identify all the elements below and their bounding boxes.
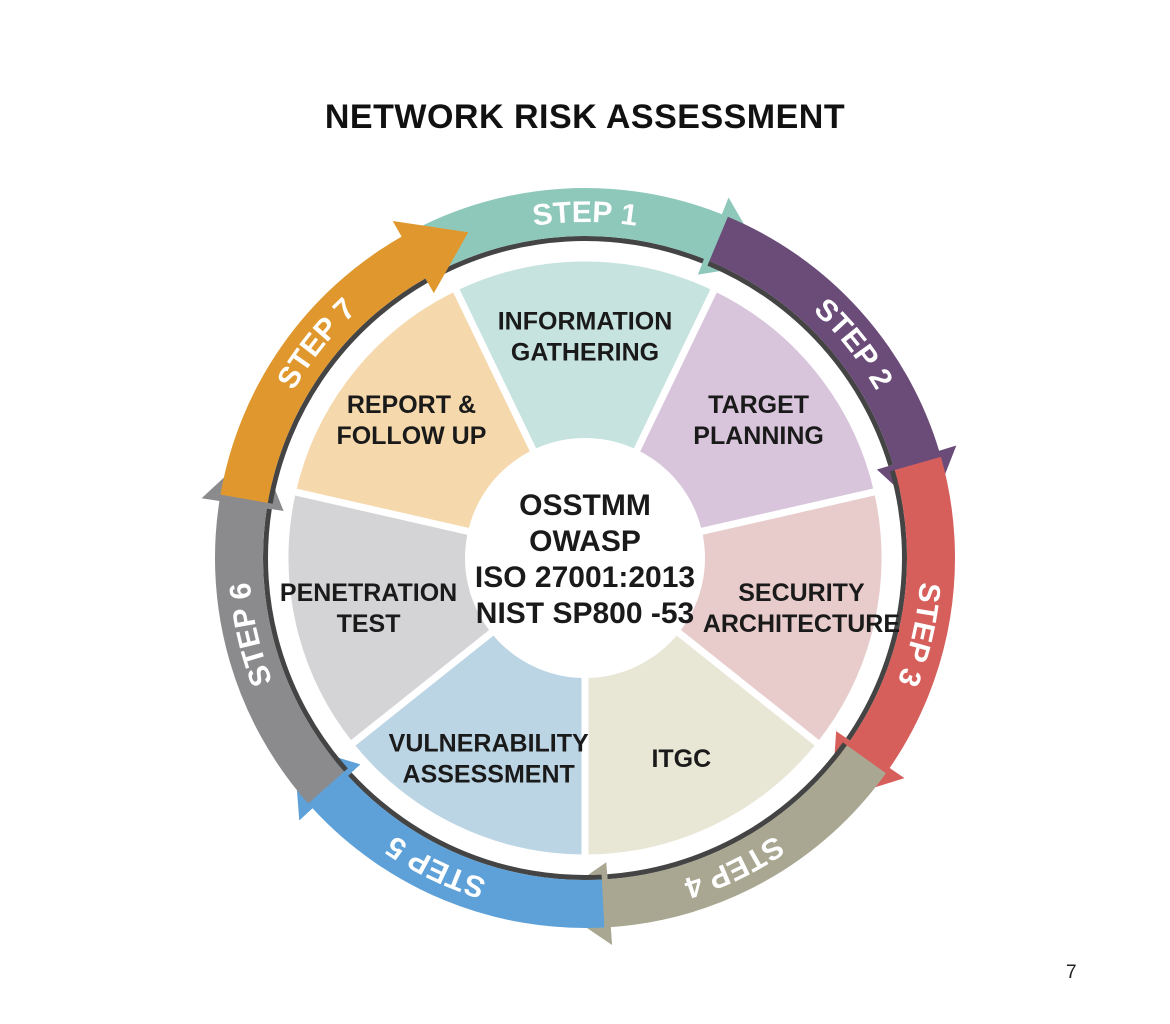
- step-label: STEP 1: [531, 196, 640, 233]
- segment-label: GATHERING: [511, 339, 659, 367]
- page-title: NETWORK RISK ASSESSMENT: [324, 98, 846, 136]
- arrow-shape: [201, 446, 345, 804]
- segment-label: ASSESSMENT: [403, 761, 575, 789]
- arrow-shape: [709, 216, 957, 517]
- arrow-shadow: [347, 772, 602, 880]
- segment-label: REPORT &: [347, 391, 476, 419]
- page-number: 7: [1066, 962, 1077, 983]
- center-standard-label: OSSTMM: [519, 489, 651, 522]
- segment-label: FOLLOW UP: [336, 422, 486, 450]
- segment-label: ITGC: [651, 745, 711, 773]
- step-arrow-3: STEP 3: [831, 456, 955, 801]
- segment-1: [450, 254, 720, 567]
- arrow-shape: [831, 456, 955, 801]
- segment-label: PENETRATION: [280, 579, 457, 607]
- segment-label: ARCHITECTURE: [703, 610, 900, 638]
- arrow-shape: [548, 745, 886, 946]
- step-arrow-1: STEP 1: [407, 187, 767, 280]
- segment-label: TARGET: [708, 391, 809, 419]
- segment-label: INFORMATION: [498, 308, 673, 336]
- arrow-shape: [293, 744, 605, 928]
- arrow-shape: [220, 221, 469, 503]
- center-standard-label: OWASP: [529, 525, 641, 558]
- segment-label: SECURITY: [738, 579, 865, 607]
- segment-label: PLANNING: [693, 422, 824, 450]
- arrow-shape: [407, 187, 767, 276]
- center-standard-label: ISO 27001:2013: [475, 561, 695, 594]
- center-circle: [465, 438, 705, 678]
- arrow-shadow: [846, 470, 907, 741]
- segment-label: TEST: [337, 610, 401, 638]
- center-standard-label: NIST SP800 -53: [476, 597, 694, 630]
- segment-label: VULNERABILITY: [389, 730, 589, 758]
